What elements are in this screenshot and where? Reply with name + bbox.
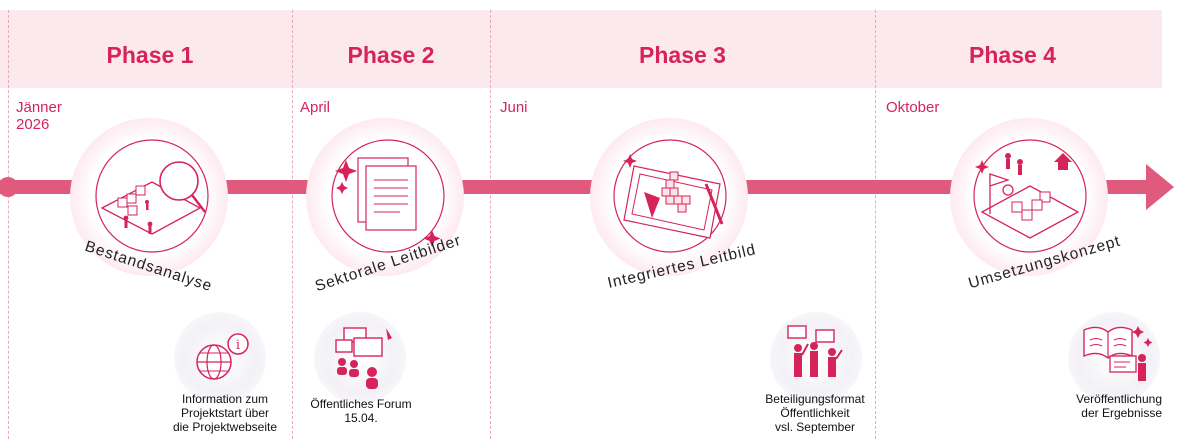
phase-header-band bbox=[0, 10, 1162, 88]
city-model-plan-icon bbox=[613, 139, 727, 253]
phase-divider bbox=[490, 10, 491, 439]
phase-2-title: Phase 2 bbox=[347, 42, 435, 68]
phase-3-title: Phase 3 bbox=[639, 42, 726, 68]
book-presentation-icon bbox=[1083, 326, 1153, 381]
phase-3-month: Juni bbox=[500, 99, 528, 116]
phase-1-event: Information zum Projektstart über die Pr… bbox=[172, 392, 278, 434]
phase-divider bbox=[292, 10, 293, 439]
phase-1-title: Phase 1 bbox=[106, 42, 194, 68]
magnifier-map-icon bbox=[95, 139, 209, 253]
phase-divider bbox=[875, 10, 876, 439]
participation-people-icon bbox=[787, 325, 843, 377]
phase-3-event: Beteiligungsformat Öffentlichkeit vsl. S… bbox=[765, 392, 865, 434]
phase-1-month: Jänner 2026 bbox=[16, 99, 62, 133]
phase-2-month: April bbox=[300, 99, 331, 116]
forum-chat-icon bbox=[335, 327, 392, 389]
documents-icon bbox=[331, 139, 445, 253]
phase-4-event: Veröffentlichung der Ergebnisse bbox=[1076, 392, 1162, 420]
phase-2-event: Öffentliches Forum 15.04. bbox=[310, 397, 412, 425]
phase-4-month: Oktober bbox=[886, 99, 940, 116]
svg-text:i: i bbox=[236, 338, 240, 353]
phase-divider bbox=[8, 10, 9, 439]
phase-4-title: Phase 4 bbox=[969, 42, 1056, 68]
globe-info-icon: i bbox=[196, 333, 249, 380]
implementation-map-icon bbox=[973, 139, 1087, 253]
